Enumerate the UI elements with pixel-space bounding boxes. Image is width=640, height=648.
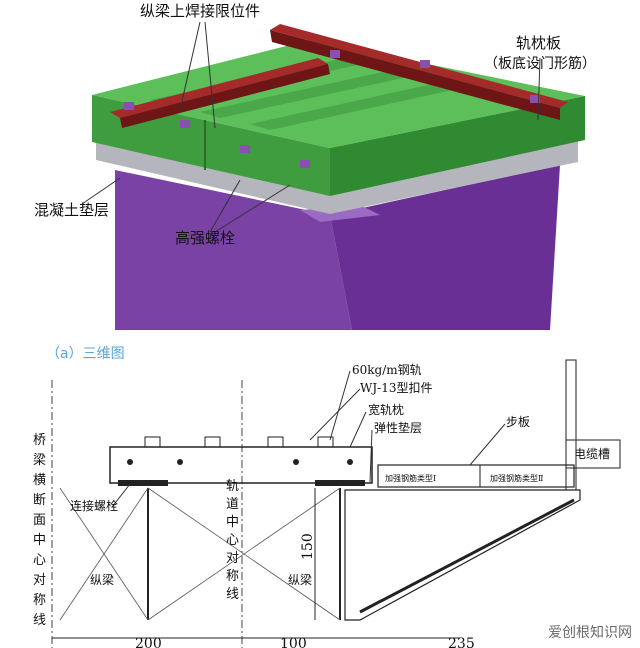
leader-lines: [81, 21, 541, 233]
bottom-leaders: [111, 370, 506, 508]
label-pad: 弹性垫层: [374, 420, 422, 435]
fastener-bolts: [124, 50, 540, 168]
sleeper-side-right: [330, 96, 585, 196]
label-bridge-centerline: 桥梁横断面中心对称线: [33, 433, 46, 628]
walkway-plank: [377, 464, 575, 488]
dim-100: 100: [280, 636, 307, 648]
girder-face-right: [330, 165, 560, 330]
connection-bolts: [118, 459, 365, 486]
3d-view: 纵梁上焊接限位件 轨枕板 （板底设门形筋） 混凝土垫层 高强螺栓: [34, 2, 596, 330]
dim-235: 235: [448, 636, 475, 648]
sleeper-slab: [109, 446, 373, 484]
label-track-centerline: 轨道中心对称线: [226, 479, 239, 602]
dim-150: 150: [300, 533, 316, 560]
cable-trough-box: [565, 439, 621, 469]
label-rebar2: 加强钢筋类型Ⅱ: [490, 473, 543, 483]
rail-left: [110, 58, 330, 128]
label-cable: 电缆槽: [574, 447, 610, 461]
label-sleeper-wide: 宽轨枕: [368, 402, 404, 417]
label-rail: 60kg/m钢轨: [352, 363, 422, 377]
label-girder-left: 纵梁: [90, 572, 114, 587]
concrete-pad: [96, 140, 578, 214]
label-bolt-conn: 连接螺栓: [70, 498, 118, 513]
label-walkway: 步板: [506, 415, 530, 429]
label-concrete: 混凝土垫层: [34, 201, 109, 219]
label-sleeper-sub: （板底设门形筋）: [484, 55, 596, 72]
label-sleeper: 轨枕板: [516, 34, 561, 52]
label-fastener: WJ-13型扣件: [360, 381, 432, 395]
sleeper-top: [92, 40, 585, 148]
label-rebar1: 加强钢筋类型Ⅰ: [385, 473, 436, 483]
dim-200: 200: [135, 636, 162, 648]
cross-section-view: 60kg/m钢轨 WJ-13型扣件 宽轨枕 弹性垫层 步板 电缆槽 加强钢筋类型…: [33, 359, 621, 648]
bracing: [59, 487, 341, 621]
label-bolt: 高强螺栓: [175, 229, 235, 247]
walkway-bracket: [344, 489, 581, 621]
label-limiter: 纵梁上焊接限位件: [140, 2, 260, 20]
label-girder-right: 纵梁: [288, 572, 312, 587]
girder-face-left: [115, 170, 352, 330]
rails: [144, 436, 334, 447]
bracket-diagonal: [359, 498, 575, 614]
rail-right: [270, 24, 568, 120]
caption-3d: （a）三维图: [46, 346, 125, 362]
watermark: 爱创根知识网: [548, 625, 632, 641]
